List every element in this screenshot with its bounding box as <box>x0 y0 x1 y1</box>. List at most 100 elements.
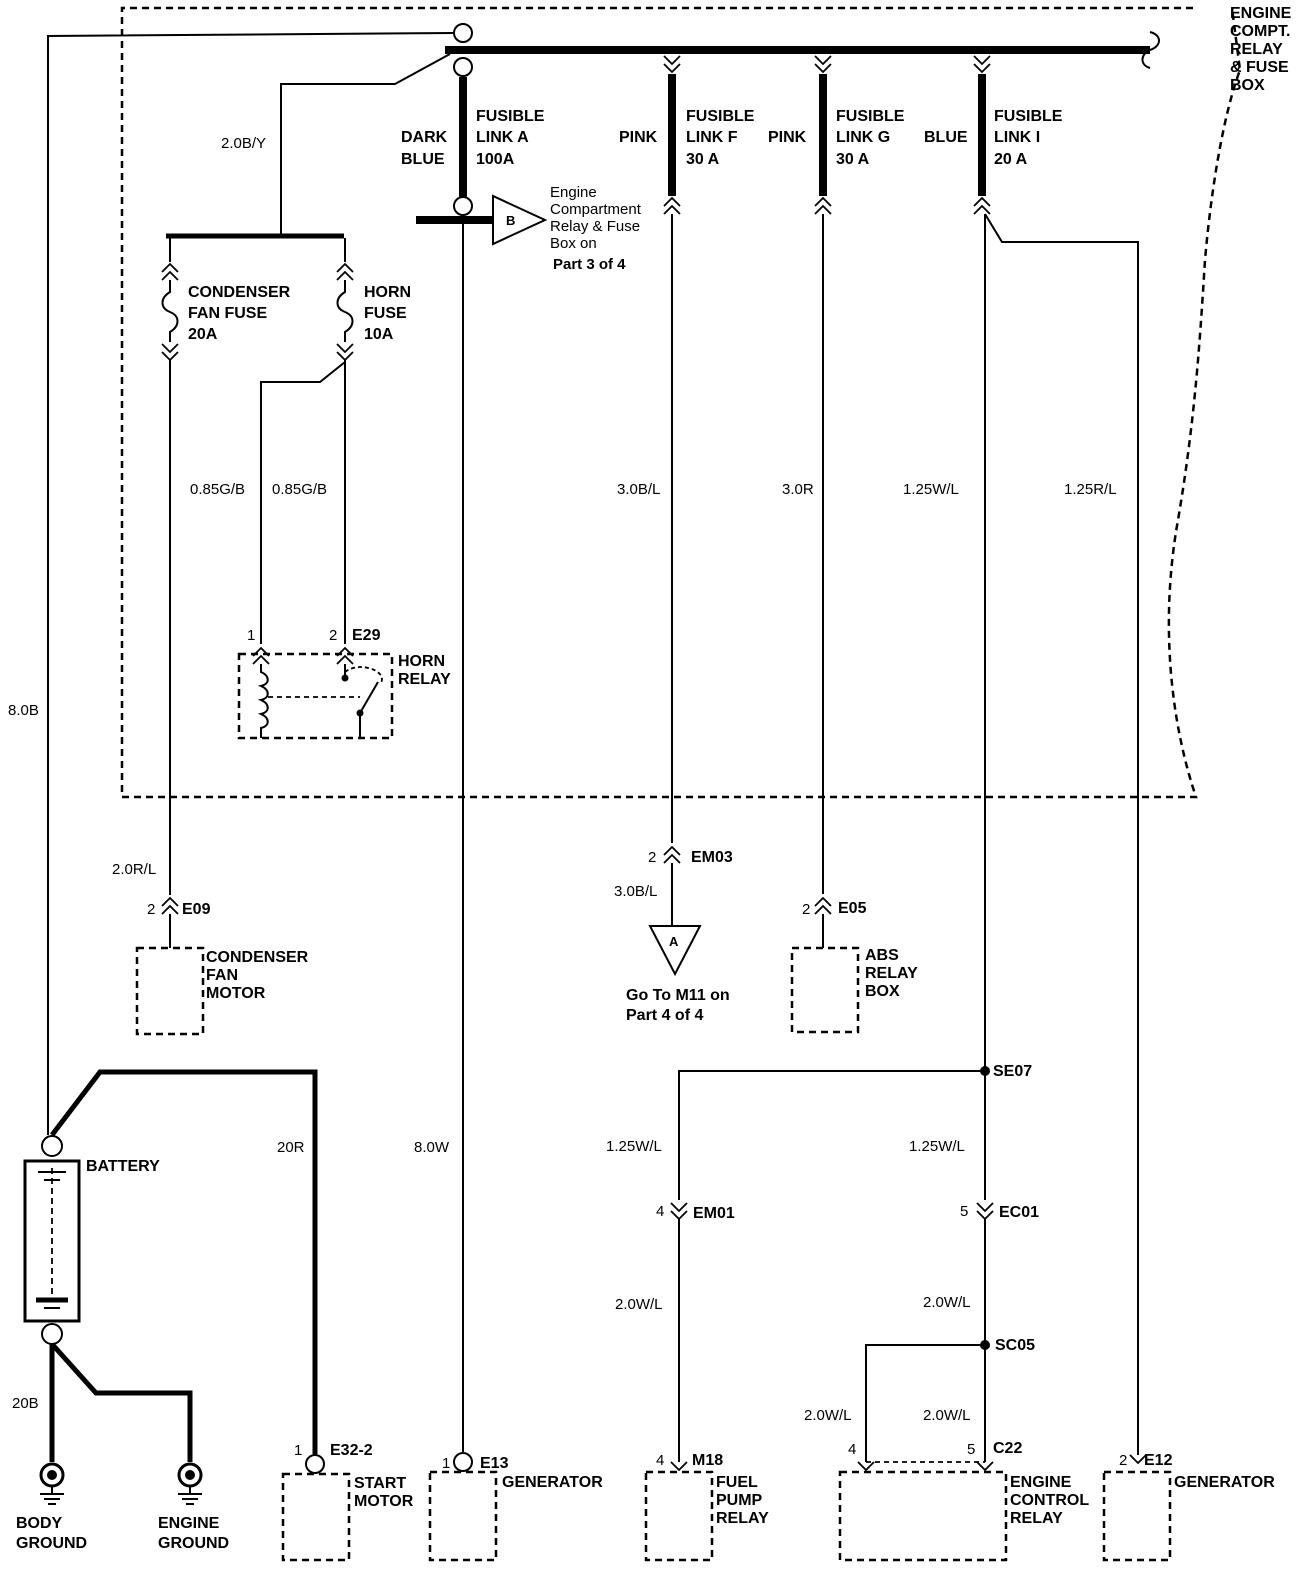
svg-text:2: 2 <box>802 901 810 918</box>
svg-text:HORN: HORN <box>364 284 411 301</box>
svg-text:ABS: ABS <box>865 947 899 964</box>
svg-text:Engine: Engine <box>550 184 597 201</box>
svg-text:BOX: BOX <box>865 983 900 1000</box>
svg-text:Box on: Box on <box>550 235 597 252</box>
connector-e29-label: E29 <box>352 627 381 644</box>
svg-text:PUMP: PUMP <box>716 1492 763 1509</box>
svg-text:E12: E12 <box>1144 1452 1173 1469</box>
label-2-0rl: 2.0R/L <box>112 861 156 878</box>
label-1-25wl-left: 1.25W/L <box>606 1138 662 1155</box>
wire-8-0b <box>47 32 455 1135</box>
horn-fuse <box>336 280 354 342</box>
connector-e05 <box>814 896 832 915</box>
svg-text:ENGINE: ENGINE <box>1010 1474 1072 1491</box>
wire-1-25rl <box>984 213 1139 1455</box>
connector-e13-terminal <box>453 1452 473 1472</box>
svg-text:ENGINE: ENGINE <box>158 1515 220 1532</box>
svg-text:FAN FUSE: FAN FUSE <box>188 305 267 322</box>
ref-b-text: Engine Compartment Relay & Fuse Box on P… <box>550 184 642 273</box>
svg-text:START: START <box>354 1475 406 1492</box>
horn-fuse-bottom-conn <box>336 343 354 362</box>
svg-text:COMPT.: COMPT. <box>1230 23 1290 40</box>
svg-text:B: B <box>506 213 515 228</box>
label-2-0by: 2.0B/Y <box>221 135 266 152</box>
svg-text:& FUSE: & FUSE <box>1230 59 1289 76</box>
svg-text:RELAY: RELAY <box>398 671 451 688</box>
svg-text:BOX: BOX <box>1230 77 1265 94</box>
svg-text:FUSIBLE: FUSIBLE <box>476 108 545 125</box>
svg-text:10A: 10A <box>364 326 394 343</box>
svg-text:CONTROL: CONTROL <box>1010 1492 1089 1509</box>
label-20b: 20B <box>12 1395 39 1412</box>
svg-text:PINK: PINK <box>768 129 807 146</box>
svg-text:20A: 20A <box>188 326 218 343</box>
svg-text:Relay & Fuse: Relay & Fuse <box>550 218 640 235</box>
svg-text:SC05: SC05 <box>995 1337 1035 1354</box>
svg-text:BLUE: BLUE <box>924 129 968 146</box>
connector-c22 <box>857 1461 994 1472</box>
connector-ec01 <box>976 1202 994 1221</box>
generator-2 <box>1102 1470 1172 1562</box>
body-ground-symbol <box>39 1462 65 1505</box>
horn-relay-conn-1 <box>252 646 270 665</box>
horn-relay-label: HORN RELAY <box>398 653 451 688</box>
wire-20r <box>50 1069 318 1454</box>
label-1-25rl: 1.25R/L <box>1064 481 1117 498</box>
link-a-top-terminal <box>453 57 473 77</box>
link-f-label: FUSIBLE LINK F 30 A PINK <box>619 108 755 168</box>
fuse-box-outline <box>120 6 1242 799</box>
svg-text:FUEL: FUEL <box>716 1474 758 1491</box>
svg-text:2.0W/L: 2.0W/L <box>804 1407 852 1424</box>
wire-sc05-branch <box>865 1344 985 1462</box>
wire-horn-relay-1 <box>260 361 346 644</box>
condenser-fan-fuse <box>161 280 179 342</box>
fuel-pump-relay <box>644 1470 714 1562</box>
ref-a-text: Go To M11 on Part 4 of 4 <box>626 987 730 1024</box>
condenser-fan-fuse-label: CONDENSER FAN FUSE 20A <box>188 284 291 343</box>
svg-text:1: 1 <box>247 627 255 644</box>
bus-feed-terminal <box>453 23 473 43</box>
horn-relay <box>237 652 394 740</box>
svg-text:PINK: PINK <box>619 129 658 146</box>
svg-text:2: 2 <box>147 901 155 918</box>
svg-text:DARK: DARK <box>401 129 448 146</box>
link-a-label: FUSIBLE LINK A 100A DARK BLUE <box>401 108 545 168</box>
connector-e12 <box>1129 1454 1147 1465</box>
svg-text:LINK G: LINK G <box>836 129 890 146</box>
link-g-label: FUSIBLE LINK G 30 A PINK <box>768 108 905 168</box>
condenser-fan-fuse-bottom-conn <box>161 343 179 362</box>
label-1-25wl-right: 1.25W/L <box>909 1138 965 1155</box>
svg-text:GROUND: GROUND <box>158 1535 229 1552</box>
link-g-bottom-conn <box>814 196 832 215</box>
fuel-pump-relay-label: FUEL PUMP RELAY <box>716 1474 769 1527</box>
label-8-0w: 8.0W <box>414 1139 450 1156</box>
svg-text:30 A: 30 A <box>686 151 720 168</box>
condenser-fan-fuse-top-conn <box>161 262 179 281</box>
abs-relay-box <box>790 946 860 1034</box>
wire-fuel-pump-branch <box>678 1070 985 1200</box>
link-g-top-conn <box>814 55 832 74</box>
svg-text:Part 3 of 4: Part 3 of 4 <box>553 256 626 273</box>
svg-text:4: 4 <box>848 1441 856 1458</box>
svg-text:E13: E13 <box>480 1455 509 1472</box>
label-0-85gb-2: 0.85G/B <box>272 481 327 498</box>
svg-text:2.0W/L: 2.0W/L <box>923 1407 971 1424</box>
connector-m18 <box>670 1461 688 1472</box>
horn-fuse-label: HORN FUSE 10A <box>364 284 411 343</box>
label-0-85gb-1: 0.85G/B <box>190 481 245 498</box>
connector-e32-2-terminal <box>305 1454 325 1474</box>
engine-control-relay <box>838 1470 1008 1562</box>
connector-c22-label: C22 <box>993 1440 1022 1457</box>
horn-fuse-top-conn <box>336 262 354 281</box>
engine-ground-symbol <box>177 1462 203 1505</box>
link-a-bottom-terminal <box>453 196 473 216</box>
svg-text:FUSE: FUSE <box>364 305 407 322</box>
svg-text:1: 1 <box>294 1442 302 1459</box>
svg-text:2: 2 <box>1119 1452 1127 1469</box>
label-8-0b: 8.0B <box>8 702 39 719</box>
battery-pos-terminal <box>41 1135 63 1157</box>
battery-label: BATTERY <box>86 1158 160 1175</box>
generator-1-label: GENERATOR <box>502 1474 603 1491</box>
svg-text:EM03: EM03 <box>691 849 733 866</box>
label-3-0r: 3.0R <box>782 481 814 498</box>
